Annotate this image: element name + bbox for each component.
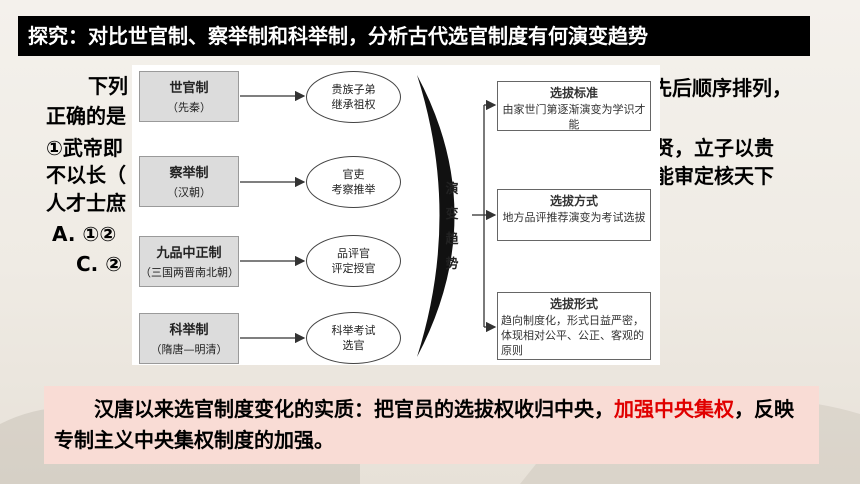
conclusion-box: 汉唐以来选官制度变化的实质：把官员的选拔权收归中央，加强中央集权，反映专制主义中… (44, 386, 819, 464)
trend-heading: 选拔标准 (549, 86, 598, 100)
trend-char: 演 (445, 182, 459, 197)
feature-line: 考察推举 (331, 183, 376, 196)
trend-char: 变 (445, 207, 459, 222)
system-name: 察举制 (169, 166, 209, 181)
question-line-4-left: 不以长（ (46, 163, 126, 187)
trend-heading: 选拔形式 (549, 297, 598, 311)
question-line-1-left: 下列 (88, 74, 128, 98)
conclusion-text-1: 汉唐以来选官制度变化的实质：把官员的选拔权收归中央， (94, 397, 614, 421)
system-name: 九品中正制 (156, 246, 222, 261)
system-box-1: 世官制 （先秦） (139, 71, 239, 122)
trend-char: 趋 (445, 232, 459, 247)
conclusion-highlight: 加强中央集权 (614, 397, 734, 421)
option-c[interactable]: C. ② (76, 252, 123, 276)
trend-body: 由家世门第逐渐演变为学识才能 (502, 103, 646, 131)
question-line-3-left: ①武帝即 (46, 136, 123, 160)
option-a[interactable]: A. ①② (52, 222, 117, 246)
diagram-connectors (240, 75, 497, 357)
trend-box-form: 选拔形式 趋向制度化，形式日益严密，体现相对公平、公正、客观的原则 (497, 292, 651, 360)
page-title: 探究：对比世官制、察举制和科举制，分析古代选官制度有何演变趋势 (18, 16, 810, 56)
feature-line: 贵族子弟 (331, 83, 376, 96)
system-name: 科举制 (169, 323, 209, 338)
system-box-3: 九品中正制 （三国两晋南北朝） (139, 236, 239, 287)
trend-body: 趋向制度化，形式日益严密，体现相对公平、公正、客观的原则 (501, 314, 644, 357)
system-period: （三国两晋南北朝） (140, 266, 239, 279)
trend-brace (417, 75, 455, 357)
evolution-diagram: 世官制 （先秦） 察举制 （汉朝） 九品中正制 （三国两晋南北朝） 科举制 （隋… (132, 65, 660, 365)
feature-line: 品评官 (337, 247, 370, 260)
trend-char: 势 (445, 257, 459, 272)
system-period: （先秦） (167, 101, 211, 114)
feature-line: 选官 (342, 339, 365, 352)
system-box-4: 科举制 （隋唐—明清） (139, 313, 239, 364)
trend-box-standard: 选拔标准 由家世门第逐渐演变为学识才能 (497, 81, 651, 131)
feature-ellipse-1: 贵族子弟 继承祖权 (306, 71, 401, 123)
feature-line: 评定授官 (331, 262, 376, 275)
evolution-trend-label: 演 变 趋 势 (442, 177, 462, 277)
system-period: （汉朝） (167, 186, 211, 199)
question-line-2: 正确的是 (46, 104, 126, 128)
system-name: 世官制 (169, 81, 209, 96)
feature-line: 科举考试 (331, 324, 376, 337)
feature-line: 官吏 (342, 168, 365, 181)
system-box-2: 察举制 （汉朝） (139, 156, 239, 207)
trend-box-method: 选拔方式 地方品评推荐演变为考试选拔 (497, 189, 651, 241)
conclusion-text-2: ，反映专制主义中央集权制度的加强。 (54, 397, 794, 452)
feature-ellipse-2: 官吏 考察推举 (306, 156, 401, 208)
feature-ellipse-4: 科举考试 选官 (306, 312, 401, 364)
trend-heading: 选拔方式 (549, 194, 598, 208)
question-line-5: 人才士庶 (46, 191, 126, 215)
system-period: （隋唐—明清） (150, 343, 228, 356)
feature-ellipse-3: 品评官 评定授官 (306, 235, 401, 287)
feature-line: 继承祖权 (331, 98, 376, 111)
trend-body: 地方品评推荐演变为考试选拔 (502, 211, 646, 224)
